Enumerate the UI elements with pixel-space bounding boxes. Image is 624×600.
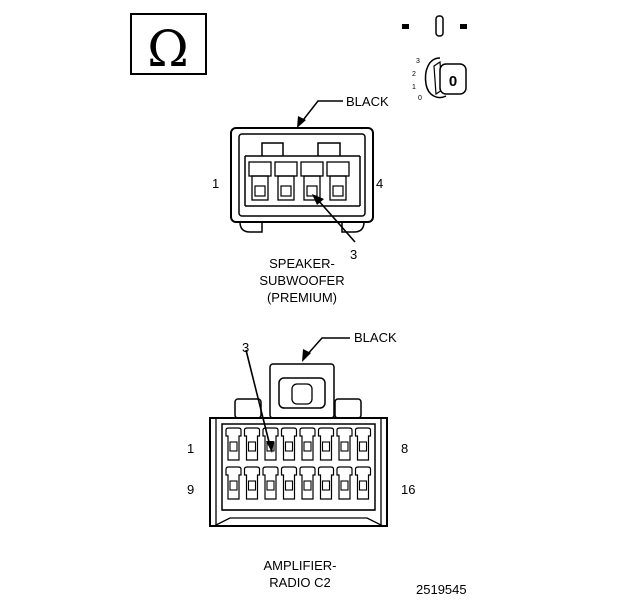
ignition-position-1: 1 xyxy=(412,84,416,91)
speaker-cavity-4 xyxy=(326,161,350,201)
amplifier-pin-label-8: 8 xyxy=(401,441,408,456)
amplifier-caption-line2: RADIO C2 xyxy=(269,575,330,590)
speaker-cavity-2 xyxy=(274,161,298,201)
amplifier-cavity-9 xyxy=(225,466,242,500)
speaker-color-label: BLACK xyxy=(346,94,389,109)
speaker-caption-line1: SPEAKER- xyxy=(269,256,335,271)
amplifier-pin-callout: 3 xyxy=(242,340,249,355)
speaker-cavity-1 xyxy=(248,161,272,201)
amplifier-pin-label-1: 1 xyxy=(187,441,194,456)
ignition-position-3: 3 xyxy=(416,58,420,65)
speaker-caption-line3: (PREMIUM) xyxy=(267,290,337,305)
amplifier-cavity-grid xyxy=(225,427,372,500)
amplifier-cavity-2 xyxy=(243,427,261,461)
amplifier-cavity-1 xyxy=(225,427,242,461)
figure-number: 2519545 xyxy=(416,582,467,597)
amplifier-caption-line1: AMPLIFIER- xyxy=(264,558,337,573)
amplifier-cavity-12 xyxy=(280,466,298,500)
amplifier-radio-c2-connector: BLACK 3 1 8 9 16 AMPLIFIER- RADIO C2 xyxy=(187,330,415,590)
amplifier-cavity-10 xyxy=(243,466,261,500)
amplifier-cavity-14 xyxy=(317,466,335,500)
key-position-label: 0 xyxy=(449,73,457,90)
amplifier-cavity-16 xyxy=(354,466,372,500)
amplifier-cavity-13 xyxy=(299,466,316,500)
speaker-subwoofer-connector: BLACK xyxy=(212,94,389,305)
ignition-position-2: 2 xyxy=(412,71,416,78)
amplifier-cavity-5 xyxy=(299,427,316,461)
ohm-icon: Ω xyxy=(147,20,188,78)
ignition-key-icon: 0 3 2 1 0 xyxy=(402,15,467,102)
amplifier-pin-label-16: 16 xyxy=(401,482,415,497)
amplifier-cavity-6 xyxy=(317,427,335,461)
ignition-position-0: 0 xyxy=(418,95,422,102)
speaker-pin-callout: 3 xyxy=(350,247,357,262)
speaker-cavity-3 xyxy=(300,161,324,201)
speaker-caption-line2: SUBWOOFER xyxy=(259,273,344,288)
amplifier-pin-label-9: 9 xyxy=(187,482,194,497)
amplifier-color-label: BLACK xyxy=(354,330,397,345)
amplifier-cavity-11 xyxy=(262,466,279,500)
speaker-pin-label-left: 1 xyxy=(212,176,219,191)
speaker-pin-label-right: 4 xyxy=(376,176,383,191)
amplifier-cavity-7 xyxy=(336,427,353,461)
amplifier-cavity-15 xyxy=(336,466,353,500)
ohmmeter-symbol: Ω xyxy=(130,13,207,78)
amplifier-cavity-4 xyxy=(280,427,298,461)
amplifier-cavity-8 xyxy=(354,427,372,461)
